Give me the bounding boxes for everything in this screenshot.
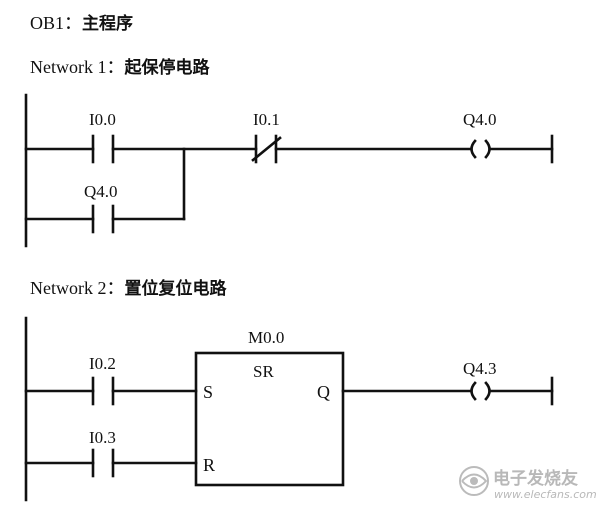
n1-coil-label: Q4.0 [463, 110, 497, 129]
n2-block-type-label: SR [253, 362, 274, 381]
program-title: 主程序 [82, 14, 134, 34]
network2-heading: Network 2：置位复位电路 [30, 279, 226, 298]
program-prefix: OB1： [30, 13, 83, 33]
n2-pin-r-label: R [203, 455, 216, 475]
n1-contact-start-label: I0.0 [89, 110, 116, 129]
network2-title: 置位复位电路 [124, 279, 227, 299]
n1-contact-stop-label: I0.1 [253, 110, 280, 129]
n2-pin-q-label: Q [317, 382, 330, 402]
n1-contact-i01-slash [251, 136, 282, 162]
watermark-brand: 电子发烧友 [493, 469, 578, 489]
n2-contact-reset-label: I0.3 [89, 428, 116, 447]
n2-sr-block-box [194, 351, 345, 487]
watermark-logo-icon [459, 466, 489, 496]
n1-coil-left-arc [470, 139, 477, 159]
watermark-url: www.elecfans.com [494, 488, 597, 501]
network1-prefix: Network 1： [30, 57, 125, 77]
network1-title: 起保停电路 [124, 58, 210, 78]
network1-heading: Network 1：起保停电路 [30, 58, 209, 77]
n2-coil-left-arc [470, 381, 477, 401]
n1-contact-hold-label: Q4.0 [84, 182, 118, 201]
n2-contact-set-label: I0.2 [89, 354, 116, 373]
program-heading: OB1：主程序 [30, 14, 133, 33]
network2-prefix: Network 2： [30, 278, 125, 298]
n2-block-address-label: M0.0 [248, 328, 285, 347]
n2-coil-label: Q4.3 [463, 359, 497, 378]
n2-pin-s-label: S [203, 382, 214, 402]
